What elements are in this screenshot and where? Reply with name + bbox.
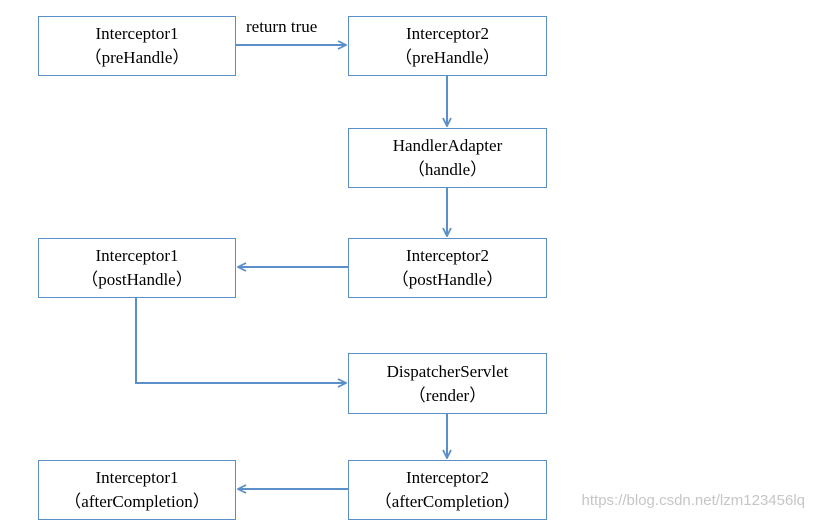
node-interceptor1-posthandle: Interceptor1 （postHandle） [38,238,236,298]
node-name: Interceptor1 [95,24,179,43]
node-name: Interceptor2 [405,246,490,265]
node-name: Interceptor2 [405,24,490,43]
node-method: （handle） [407,160,488,179]
node-method: （postHandle） [391,270,504,289]
edge-label-return-true: return true [246,17,318,36]
node-dispatcherservlet-render: DispatcherServlet （render） [348,353,547,414]
node-method: （postHandle） [81,270,193,289]
node-name: Interceptor2 [405,468,490,487]
edge-post1-to-dispatcher [135,298,346,383]
node-name: DispatcherServlet [386,361,509,381]
node-method: （preHandle） [395,48,500,67]
node-method: （preHandle） [84,48,190,67]
node-name: HandlerAdapter [392,136,503,155]
node-interceptor2-prehandle: Interceptor2 （preHandle） [348,16,547,76]
node-interceptor1-aftercompletion: Interceptor1 （afterCompletion） [38,460,236,520]
node-method: （afterCompletion） [64,492,210,511]
node-interceptor1-prehandle: Interceptor1 （preHandle） [38,16,236,76]
node-name: Interceptor1 [95,246,179,265]
node-handleradapter-handle: HandlerAdapter （handle） [348,128,547,188]
node-name: Interceptor1 [95,468,179,487]
node-method: （afterCompletion） [374,492,521,511]
node-interceptor2-aftercompletion: Interceptor2 （afterCompletion） [348,460,547,520]
node-interceptor2-posthandle: Interceptor2 （postHandle） [348,238,547,298]
watermark: https://blog.csdn.net/lzm123456lq [581,492,805,509]
node-method: （render） [408,385,487,405]
